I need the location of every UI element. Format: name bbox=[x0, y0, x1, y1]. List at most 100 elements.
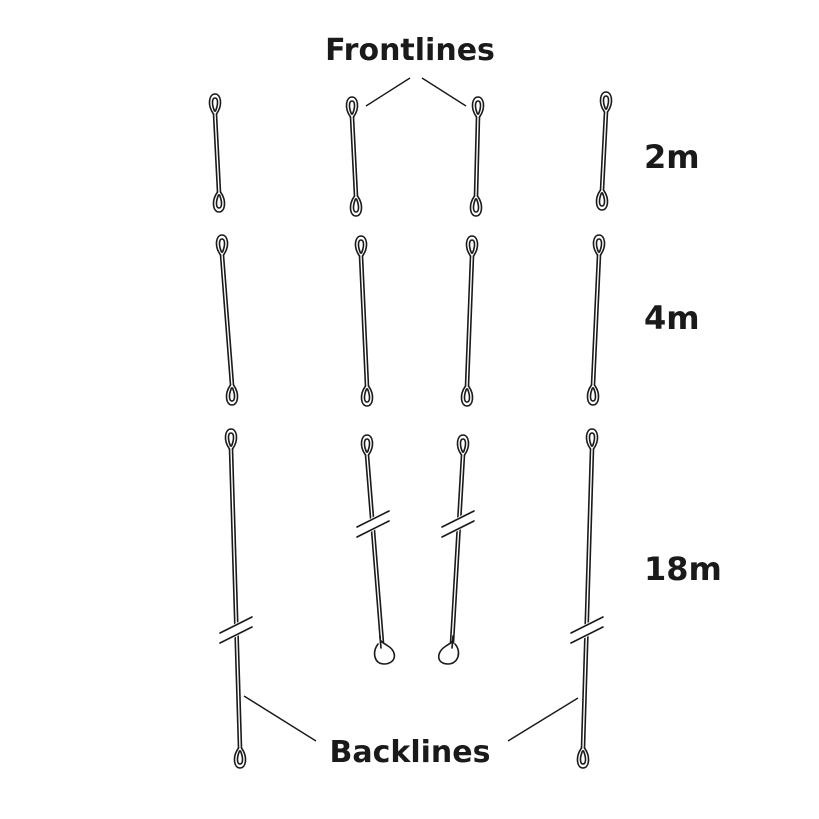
line-4m-2 bbox=[354, 235, 374, 407]
line-body bbox=[590, 254, 599, 386]
loop-eye-inner bbox=[215, 194, 223, 209]
backlines-leader-right bbox=[507, 697, 579, 742]
double-slash-break-icon bbox=[441, 510, 475, 528]
loop-eye-inner bbox=[472, 198, 480, 213]
loop-eye-icon bbox=[471, 96, 485, 118]
loop-eye-icon bbox=[469, 195, 483, 217]
loop-eye-inner bbox=[363, 388, 371, 403]
loop-eye-icon bbox=[585, 428, 599, 450]
loop-eye-icon bbox=[208, 93, 222, 115]
line-body-strand bbox=[222, 254, 235, 386]
loop-eye-inner bbox=[589, 387, 597, 402]
frontlines-leader-lines bbox=[365, 77, 467, 107]
length-label-4m: 4m bbox=[644, 299, 700, 337]
line-body-strand bbox=[476, 116, 481, 197]
loop-eye-icon bbox=[224, 428, 238, 450]
frontlines-leader-right bbox=[421, 77, 467, 107]
frontlines-leader-left bbox=[365, 77, 411, 107]
frontline-left-end-sleeve bbox=[379, 635, 382, 649]
line-body-strand bbox=[367, 454, 385, 644]
line-body bbox=[464, 255, 472, 387]
loop-eye-icon bbox=[233, 747, 247, 769]
line-body bbox=[212, 113, 219, 193]
line-segments bbox=[208, 91, 613, 769]
line-4m-1 bbox=[215, 234, 239, 406]
yellow-loop-end-icon bbox=[373, 640, 396, 665]
loop-eye-icon bbox=[456, 434, 470, 456]
backline-right-18m bbox=[570, 428, 604, 769]
loop-eye-inner bbox=[348, 100, 356, 115]
loop-eye-inner bbox=[602, 95, 610, 110]
double-slash-break-icon bbox=[570, 626, 604, 644]
break-gap bbox=[357, 512, 389, 536]
line-body bbox=[219, 254, 232, 386]
loop-eye-inner bbox=[468, 239, 476, 254]
loop-eye-icon bbox=[576, 747, 590, 769]
loop-eye-inner bbox=[218, 238, 226, 253]
break-gap bbox=[442, 512, 474, 536]
loop-eye-inner bbox=[363, 438, 371, 453]
length-label-2m: 2m bbox=[644, 138, 700, 176]
line-body-strand bbox=[452, 454, 466, 644]
loop-eye-icon bbox=[354, 235, 368, 257]
loop-eye-icon bbox=[599, 91, 613, 113]
line-body bbox=[228, 448, 240, 749]
frontline-right-18m bbox=[437, 434, 475, 665]
loop-eye-icon bbox=[586, 384, 600, 406]
loop-eye-inner bbox=[598, 192, 606, 207]
loop-eye-inner bbox=[588, 432, 596, 447]
backlines-label: Backlines bbox=[330, 735, 491, 770]
double-slash-break-icon bbox=[356, 510, 390, 528]
line-body bbox=[358, 255, 367, 387]
double-slash-break-icon bbox=[441, 520, 475, 538]
line-body bbox=[349, 116, 356, 197]
line-2m-3 bbox=[469, 96, 485, 217]
loop-eye-icon bbox=[465, 235, 479, 257]
loop-eye-icon bbox=[345, 96, 359, 118]
line-body-strand bbox=[593, 254, 602, 386]
break-gap bbox=[571, 618, 603, 642]
double-slash-break-icon bbox=[219, 616, 253, 634]
line-body-strand bbox=[352, 116, 359, 197]
double-slash-break-icon bbox=[356, 520, 390, 538]
line-body-strand bbox=[583, 448, 595, 749]
loop-eye-inner bbox=[595, 238, 603, 253]
length-label-18m: 18m bbox=[644, 550, 722, 588]
loop-eye-icon bbox=[225, 384, 239, 406]
line-body-strand bbox=[215, 113, 222, 193]
backlines-leader-lines bbox=[243, 695, 579, 742]
loop-eye-inner bbox=[459, 438, 467, 453]
loop-eye-icon bbox=[360, 385, 374, 407]
loop-eye-icon bbox=[349, 195, 363, 217]
line-2m-1 bbox=[208, 93, 226, 213]
loop-eye-icon bbox=[360, 434, 374, 456]
loop-eye-inner bbox=[357, 239, 365, 254]
frontline-left-18m bbox=[356, 434, 396, 665]
line-body-strand bbox=[602, 111, 609, 191]
backlines-leader-left bbox=[243, 695, 317, 742]
loop-eye-icon bbox=[212, 191, 226, 213]
line-2m-4 bbox=[595, 91, 613, 211]
line-body bbox=[473, 116, 478, 197]
loop-eye-icon bbox=[460, 385, 474, 407]
loop-eye-inner bbox=[474, 100, 482, 115]
line-body-strand bbox=[361, 255, 370, 387]
loop-eye-inner bbox=[236, 750, 244, 765]
line-body bbox=[449, 454, 463, 644]
line-4m-4 bbox=[586, 234, 606, 406]
line-body bbox=[599, 111, 606, 191]
loop-eye-icon bbox=[592, 234, 606, 256]
frontlines-label: Frontlines bbox=[325, 33, 495, 68]
loop-eye-icon bbox=[215, 234, 229, 256]
loop-eye-inner bbox=[211, 97, 219, 112]
grey-loop-end-icon bbox=[437, 640, 460, 665]
loop-eye-inner bbox=[352, 198, 360, 213]
loop-eye-inner bbox=[228, 387, 236, 402]
line-2m-2 bbox=[345, 96, 363, 217]
line-body-strand bbox=[231, 448, 243, 749]
break-gap bbox=[220, 618, 252, 642]
double-slash-break-icon bbox=[570, 616, 604, 634]
loop-eye-inner bbox=[463, 388, 471, 403]
loop-eye-icon bbox=[595, 189, 609, 211]
